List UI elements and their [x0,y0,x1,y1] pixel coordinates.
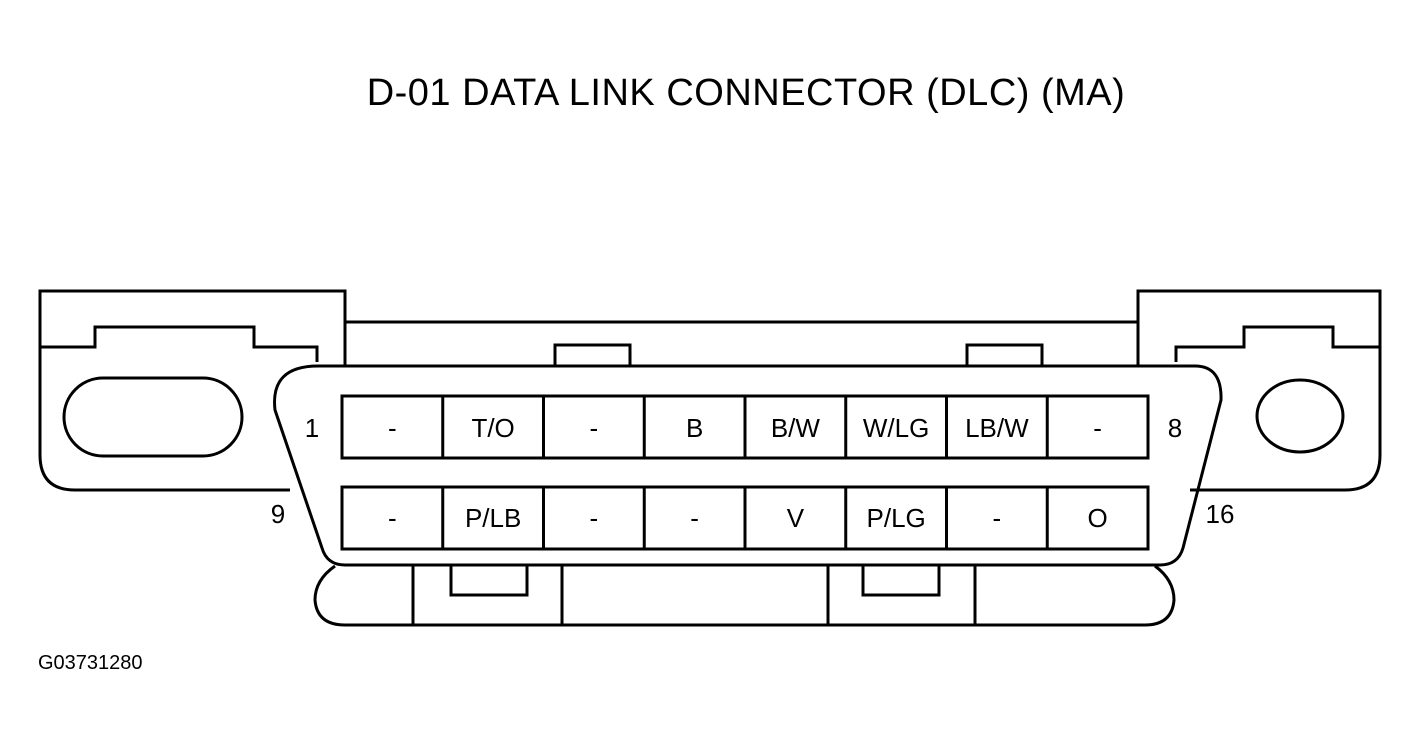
diagram-title: D-01 DATA LINK CONNECTOR (DLC) (MA) [366,72,1126,114]
top-pin-label: T/O [471,413,514,443]
left-oval-hole [62,376,244,458]
top-housing [345,320,1138,366]
pin-number-1: 1 [305,413,319,443]
top-pin-label: W/LG [863,413,929,443]
bottom-housing [313,564,1176,627]
pin-number-16: 16 [1206,499,1235,529]
bottom-pin-label: V [787,503,805,533]
connector-shroud [273,364,1223,567]
pin-number-9: 9 [271,499,285,529]
bottom-pin-label: P/LG [867,503,926,533]
bottom-pin-label: P/LB [465,503,521,533]
bottom-pin-label: O [1088,503,1108,533]
right-round-hole [1255,378,1345,454]
left-bracket [38,289,347,492]
figure-id: G03731280 [38,652,143,674]
right-bracket [1136,289,1382,492]
bottom-pin-label: - [388,503,397,533]
top-pin-label: B/W [771,413,821,443]
pin-number-8: 8 [1168,413,1182,443]
pin-grid [340,394,1150,551]
bottom-pin-label: - [993,503,1002,533]
top-row-pin-labels: - T/O - B B/W W/LG LB/W - [388,413,1102,443]
top-pin-label: LB/W [965,413,1029,443]
top-pin-label: - [1093,413,1102,443]
top-pin-label: B [686,413,703,443]
top-pin-label: - [388,413,397,443]
bottom-row-pin-labels: - P/LB - - V P/LG - O [388,503,1108,533]
bottom-pin-label: - [590,503,599,533]
top-pin-label: - [590,413,599,443]
bottom-pin-label: - [690,503,699,533]
